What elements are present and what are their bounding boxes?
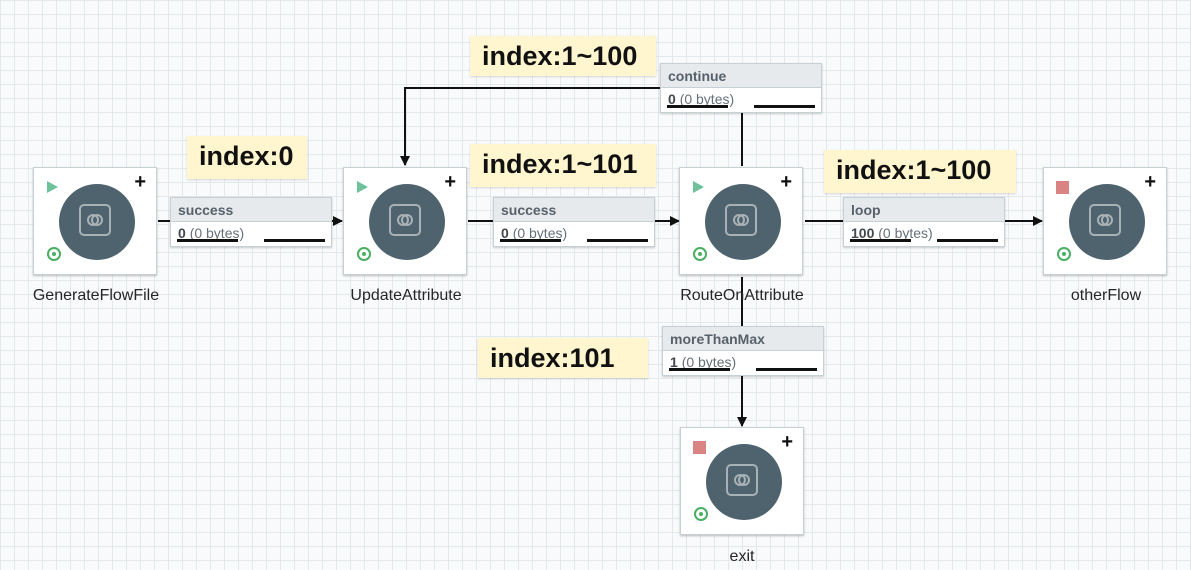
connection-relationship: success — [171, 198, 331, 222]
connection-relationship: continue — [661, 64, 821, 88]
queued-size: (0 bytes) — [512, 225, 568, 241]
queue-size-bar — [264, 239, 325, 242]
note-label[interactable]: index:1~100 — [824, 150, 1016, 193]
processor-updateattribute[interactable]: + — [343, 167, 467, 275]
connection-route-update[interactable]: continue 0 (0 bytes) — [660, 63, 822, 113]
plus-icon[interactable]: + — [1144, 171, 1156, 193]
note-label[interactable]: index:1~101 — [470, 144, 656, 187]
processor-name: RouteOnAttribute — [680, 287, 804, 304]
processor-icon — [706, 444, 782, 520]
connection-queue: 0 (0 bytes) — [171, 222, 331, 241]
connection-queue: 0 (0 bytes) — [494, 222, 654, 241]
queued-size: (0 bytes) — [681, 354, 737, 370]
connection-gen-update[interactable]: success 0 (0 bytes) — [170, 197, 332, 247]
valid-status-icon — [357, 247, 371, 261]
note-text: index:101 — [490, 343, 615, 373]
valid-status-icon — [694, 507, 708, 521]
processor-icon — [59, 184, 135, 260]
queued-count: 0 — [668, 91, 676, 107]
valid-status-icon — [693, 247, 707, 261]
queue-count-bar — [669, 368, 730, 371]
processor-name: GenerateFlowFile — [32, 287, 160, 304]
processor-icon — [1069, 184, 1145, 260]
edge-route-update — [400, 87, 743, 166]
note-text: index:1~100 — [482, 41, 638, 71]
queue-count-bar — [667, 105, 728, 108]
processor-generateflowfile[interactable]: + — [33, 167, 157, 275]
processor-routeonattribute[interactable]: + — [679, 167, 803, 275]
queued-size: (0 bytes) — [878, 225, 933, 241]
valid-status-icon — [47, 247, 61, 261]
connection-route-other[interactable]: loop 100 (0 bytes) — [843, 197, 1005, 247]
play-icon — [357, 181, 368, 193]
processor-name: UpdateAttribute — [350, 287, 462, 304]
queued-size: (0 bytes) — [679, 91, 735, 107]
connection-relationship: moreThanMax — [663, 327, 823, 351]
connection-queue: 0 (0 bytes) — [661, 88, 821, 107]
play-icon — [47, 181, 58, 193]
queue-count-bar — [850, 239, 911, 242]
plus-icon[interactable]: + — [780, 171, 792, 193]
note-text: index:0 — [199, 141, 294, 171]
queue-size-bar — [587, 239, 648, 242]
valid-status-icon — [1057, 247, 1071, 261]
plus-icon[interactable]: + — [781, 431, 793, 453]
processor-icon — [705, 184, 781, 260]
note-label[interactable]: index:1~100 — [470, 36, 656, 76]
queue-size-bar — [756, 368, 817, 371]
queue-size-bar — [754, 105, 815, 108]
queued-count: 100 — [851, 225, 875, 241]
note-label[interactable]: index:101 — [478, 338, 648, 378]
connection-relationship: success — [494, 198, 654, 222]
queued-count: 0 — [501, 225, 509, 241]
plus-icon[interactable]: + — [134, 171, 146, 193]
processor-icon — [369, 184, 445, 260]
processor-name: exit — [729, 548, 755, 565]
note-label[interactable]: index:0 — [187, 136, 307, 179]
queued-count: 0 — [178, 225, 186, 241]
processor-name: otherFlow — [1070, 287, 1142, 304]
queued-count: 1 — [670, 354, 678, 370]
note-text: index:1~101 — [482, 149, 638, 179]
stop-icon — [1056, 181, 1069, 194]
connection-relationship: loop — [844, 198, 1004, 222]
connection-queue: 1 (0 bytes) — [663, 351, 823, 370]
note-text: index:1~100 — [836, 155, 992, 185]
connection-update-route[interactable]: success 0 (0 bytes) — [493, 197, 655, 247]
processor-exit[interactable]: + — [680, 427, 804, 535]
connection-queue: 100 (0 bytes) — [844, 222, 1004, 241]
queue-count-bar — [500, 239, 561, 242]
play-icon — [693, 181, 704, 193]
connection-route-exit[interactable]: moreThanMax 1 (0 bytes) — [662, 326, 824, 376]
queue-size-bar — [937, 239, 998, 242]
processor-otherflow[interactable]: + — [1043, 167, 1167, 275]
queued-size: (0 bytes) — [189, 225, 245, 241]
queue-count-bar — [177, 239, 238, 242]
stop-icon — [693, 441, 706, 454]
plus-icon[interactable]: + — [444, 171, 456, 193]
